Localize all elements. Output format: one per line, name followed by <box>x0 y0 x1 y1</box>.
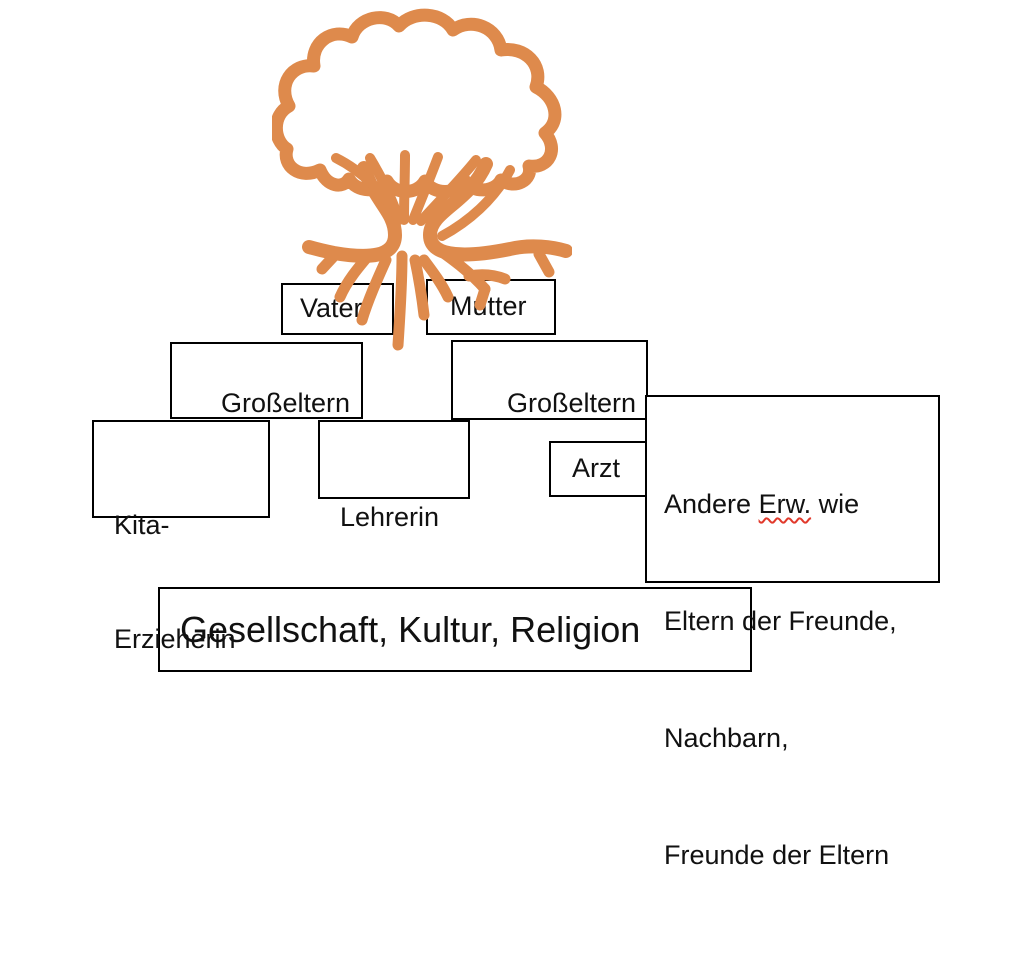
box-kita-line2: Erzieherin <box>114 624 236 654</box>
box-mutter-label: Mutter <box>450 291 527 322</box>
andere-line1-prefix: Andere <box>664 489 759 519</box>
box-andere-line3: Nachbarn, <box>664 723 789 753</box>
box-arzt-label: Arzt <box>572 453 621 484</box>
box-vater: Vater <box>281 283 394 335</box>
box-lehrerin-label: Lehrerin <box>340 501 440 532</box>
box-arzt: Arzt <box>549 441 660 497</box>
box-mutter: Mutter <box>426 279 556 335</box>
box-grosseltern-left-label: Großeltern <box>221 387 351 418</box>
andere-line1-misspelled-word: Erw. <box>758 489 812 519</box>
box-grosseltern-right-label: Großeltern <box>507 387 637 418</box>
box-andere-line4: Freunde der Eltern <box>664 840 890 870</box>
box-grosseltern-right: Großeltern <box>451 340 648 420</box>
box-grosseltern-left: Großeltern <box>170 342 363 419</box>
andere-line1-suffix: wie <box>811 489 860 519</box>
box-lehrerin: Lehrerin <box>318 420 470 532</box>
box-gesellschaft-label: Gesellschaft, Kultur, Religion <box>180 609 641 650</box>
box-andere-line1: Andere Erw. wie <box>664 485 938 524</box>
box-kita-erzieherin: Kita- Erzieherin <box>92 420 270 654</box>
box-vater-label: Vater <box>300 293 363 324</box>
box-andere-erwachsene: Andere Erw. wie Eltern der Freunde, Nach… <box>645 395 940 870</box>
diagram-canvas: Vater Mutter Großeltern Großeltern Kita-… <box>92 8 940 870</box>
box-kita-line1: Kita- <box>114 510 170 540</box>
box-andere-line2: Eltern der Freunde, <box>664 606 897 636</box>
box-gesellschaft-kultur-religion: Gesellschaft, Kultur, Religion <box>158 587 752 672</box>
